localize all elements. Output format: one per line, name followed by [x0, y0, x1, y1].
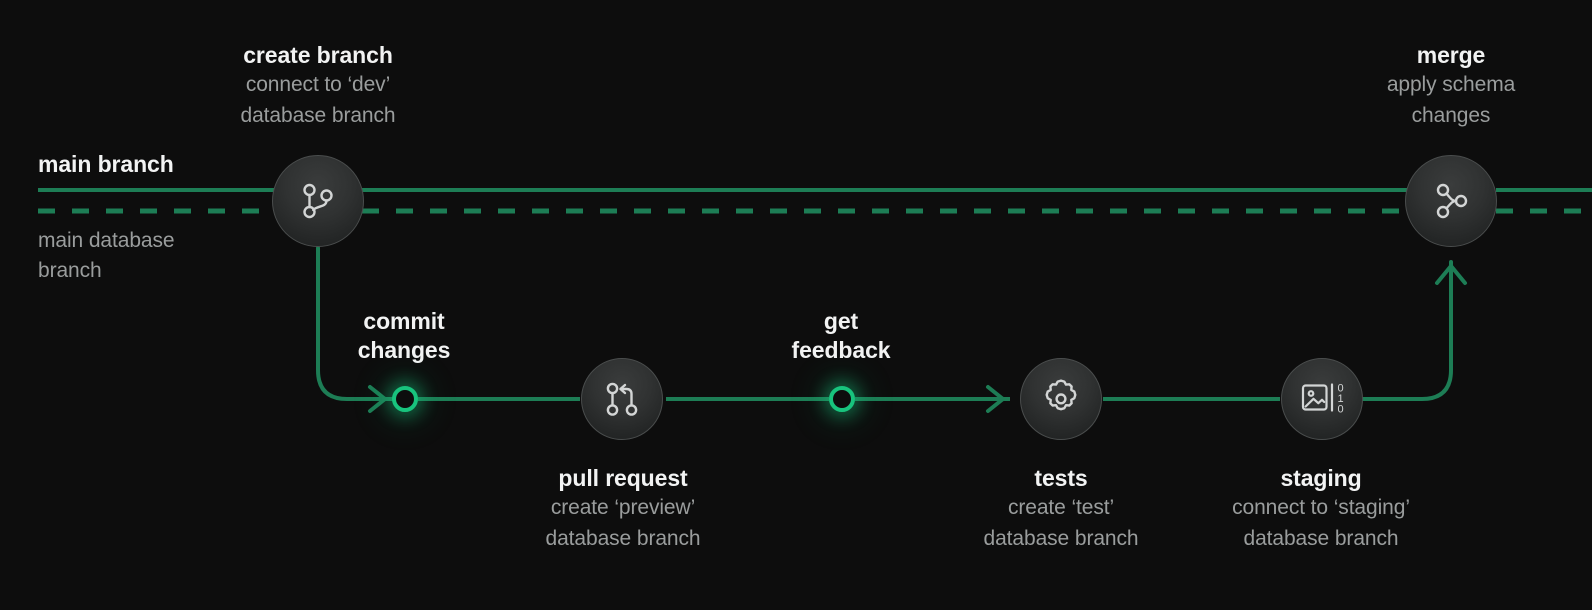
create-branch-sub-line1: connect to ‘dev’: [245, 73, 391, 97]
main-database-branch-label-line1: main database: [38, 229, 175, 252]
main-database-branch-label-line2: branch: [38, 259, 102, 283]
gear-icon: [1038, 376, 1084, 422]
create-branch-sub-line2: database branch: [240, 103, 396, 127]
tests-title: tests: [1034, 465, 1088, 491]
pull-request-label: pull request create ‘preview’ database b…: [546, 464, 701, 554]
staging-bit-3: 0: [1337, 404, 1343, 416]
main-branch-label-text: main branch: [38, 151, 174, 177]
tests-label: tests create ‘test’ database branch: [984, 464, 1139, 554]
staging-label: staging connect to ‘staging’ database br…: [1232, 464, 1410, 554]
image-data-icon: 0 1 0: [1298, 377, 1346, 421]
staging-bit-2: 1: [1337, 393, 1343, 405]
staging-to-merge-connector: [1361, 260, 1467, 401]
get-feedback-title-line1: get: [823, 308, 859, 334]
main-database-branch-label: main database branch: [38, 226, 175, 286]
node-merge[interactable]: [1405, 155, 1497, 247]
commit-changes-title-line1: commit: [363, 308, 445, 334]
get-feedback-title-line2: feedback: [791, 337, 891, 364]
pull-request-sub-line2: database branch: [545, 526, 701, 550]
merge-label: merge apply schema changes: [1387, 41, 1515, 131]
main-branch-label: main branch: [38, 150, 174, 179]
merge-sub-line1: apply schema: [1386, 73, 1516, 97]
create-branch-title: create branch: [243, 42, 393, 68]
staging-sub-line1: connect to ‘staging’: [1232, 496, 1410, 520]
tests-sub-line2: database branch: [983, 526, 1139, 550]
commit-changes-label: commit changes: [358, 307, 451, 366]
git-merge-icon: [1428, 178, 1474, 224]
git-pull-request-icon: [600, 377, 644, 421]
git-branch-icon: [295, 178, 341, 224]
create-branch-label: create branch connect to ‘dev’ database …: [241, 41, 396, 131]
node-commit-changes[interactable]: [392, 386, 418, 412]
get-feedback-label: get feedback: [792, 307, 891, 366]
node-create-branch[interactable]: [272, 155, 364, 247]
feedback-to-tests-connector: [855, 385, 1010, 413]
staging-sub-line2: database branch: [1243, 526, 1399, 550]
pull-request-sub-line1: create ‘preview’: [550, 496, 696, 520]
node-get-feedback[interactable]: [829, 386, 855, 412]
node-pull-request[interactable]: [581, 358, 663, 440]
tests-sub-line1: create ‘test’: [1007, 496, 1115, 520]
commit-changes-title-line2: changes: [357, 337, 451, 364]
node-tests[interactable]: [1020, 358, 1102, 440]
merge-sub-line2: changes: [1411, 103, 1491, 127]
staging-bit-1: 0: [1337, 383, 1343, 395]
staging-title: staging: [1280, 465, 1362, 491]
merge-title: merge: [1416, 42, 1486, 68]
pull-request-title: pull request: [558, 465, 688, 491]
node-staging[interactable]: 0 1 0: [1281, 358, 1363, 440]
